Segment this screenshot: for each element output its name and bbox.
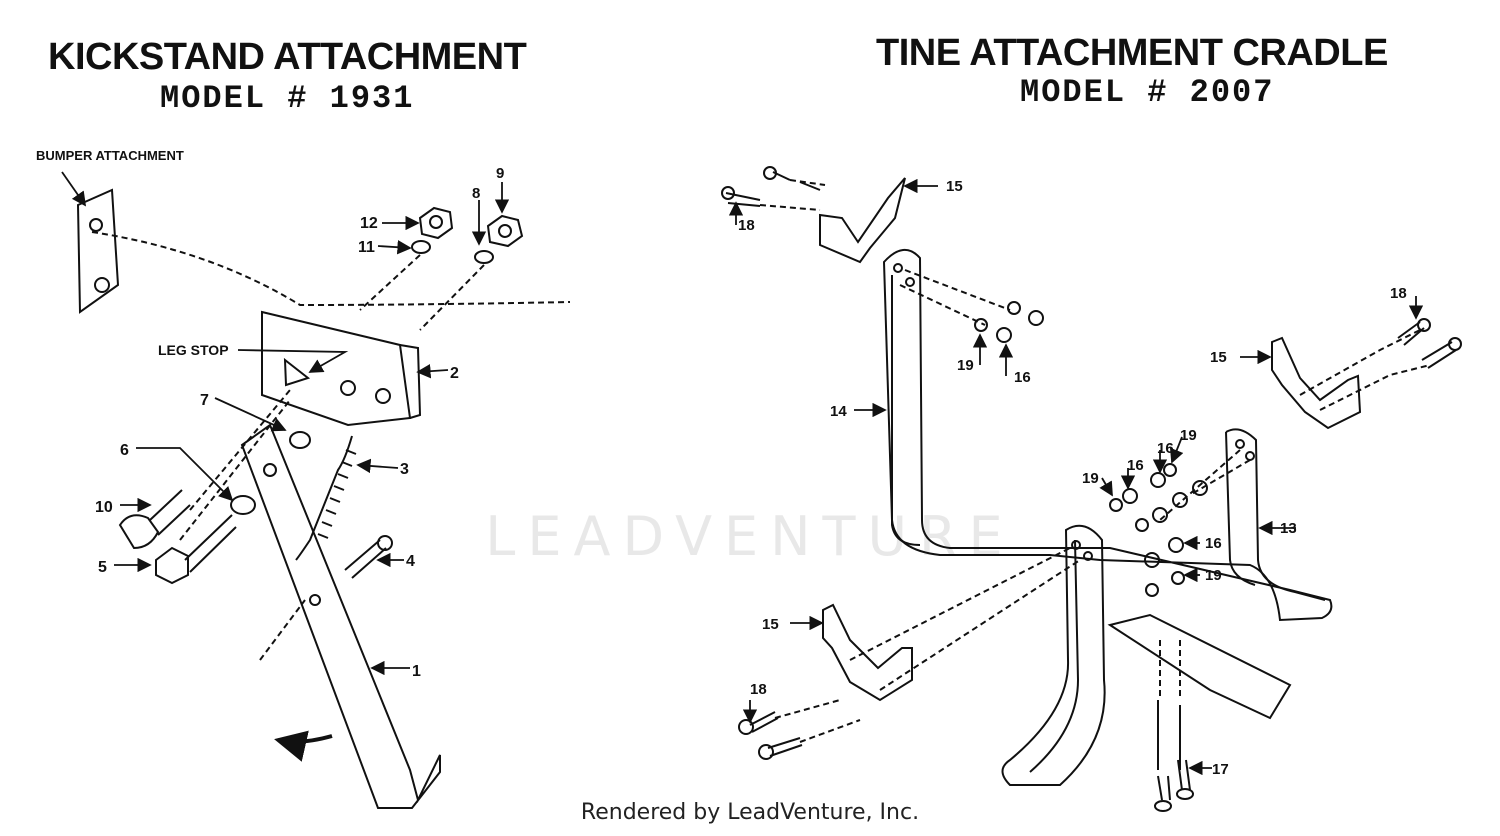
kickstand-model: MODEL # 1931 [160,80,415,117]
front-upright [1001,524,1106,786]
kickstand-title: KICKSTAND ATTACHMENT [48,36,527,78]
pin-4 [344,539,387,579]
frame-14 [882,249,1333,622]
part-19b-label: 19 [1082,470,1099,487]
part-19a-label: 19 [957,357,974,374]
part-8-label: 8 [472,185,480,202]
part-11-label: 11 [358,239,375,256]
part-15-top-label: 15 [946,178,963,195]
part-12-label: 12 [360,215,378,232]
part-7-label: 7 [200,392,209,409]
base-strap [1107,613,1292,720]
kickstand-leg [240,423,441,809]
leg-stop-plate [261,310,412,427]
part-16b-label: 16 [1127,457,1144,474]
part-4-label: 4 [406,553,415,570]
part-15-left-label: 15 [762,616,779,633]
bumper-attachment-label: BUMPER ATTACHMENT [36,148,184,163]
part-10-label: 10 [95,499,113,516]
leg-stop-label: LEG STOP [158,342,229,358]
part-18-right-label: 18 [1390,285,1407,302]
bracket-15-top [819,177,906,264]
part-13-label: 13 [1280,520,1297,537]
part-19c-label: 19 [1180,427,1197,444]
part-16a-label: 16 [1014,369,1031,386]
part-15-right-label: 15 [1210,349,1227,366]
cradle-title: TINE ATTACHMENT CRADLE [876,32,1388,74]
part-16c-label: 16 [1157,440,1174,457]
bolt-10 [118,489,191,550]
cradle-leaders [728,178,1424,776]
part-1-label: 1 [412,663,421,680]
bracket-15-right [1271,336,1362,430]
part-5-label: 5 [98,559,107,576]
part-14-label: 14 [830,403,847,420]
part-9-label: 9 [496,165,504,182]
part-17-label: 17 [1212,761,1229,778]
footer-credit: Rendered by LeadVenture, Inc. [580,800,920,825]
part-3-label: 3 [400,461,409,478]
part-18-top-label: 18 [738,217,755,234]
kickstand-drawing [76,188,571,809]
leg-stop-triangle [283,357,311,387]
bolt-5 [155,514,237,585]
spring [295,435,353,561]
part-6-label: 6 [120,442,129,459]
cradle-drawing [721,166,1462,812]
bumper-bracket [76,188,120,314]
bracket-15-left [822,603,913,702]
part-19d-label: 19 [1205,567,1222,584]
cradle-model: MODEL # 2007 [1020,74,1275,111]
part-18-left-label: 18 [750,681,767,698]
part-2-label: 2 [450,365,459,382]
frame-13 [1225,428,1326,601]
kickstand-leaders [61,171,510,676]
watermark: LEADVENTURE [485,505,1015,568]
part-16d-label: 16 [1205,535,1222,552]
